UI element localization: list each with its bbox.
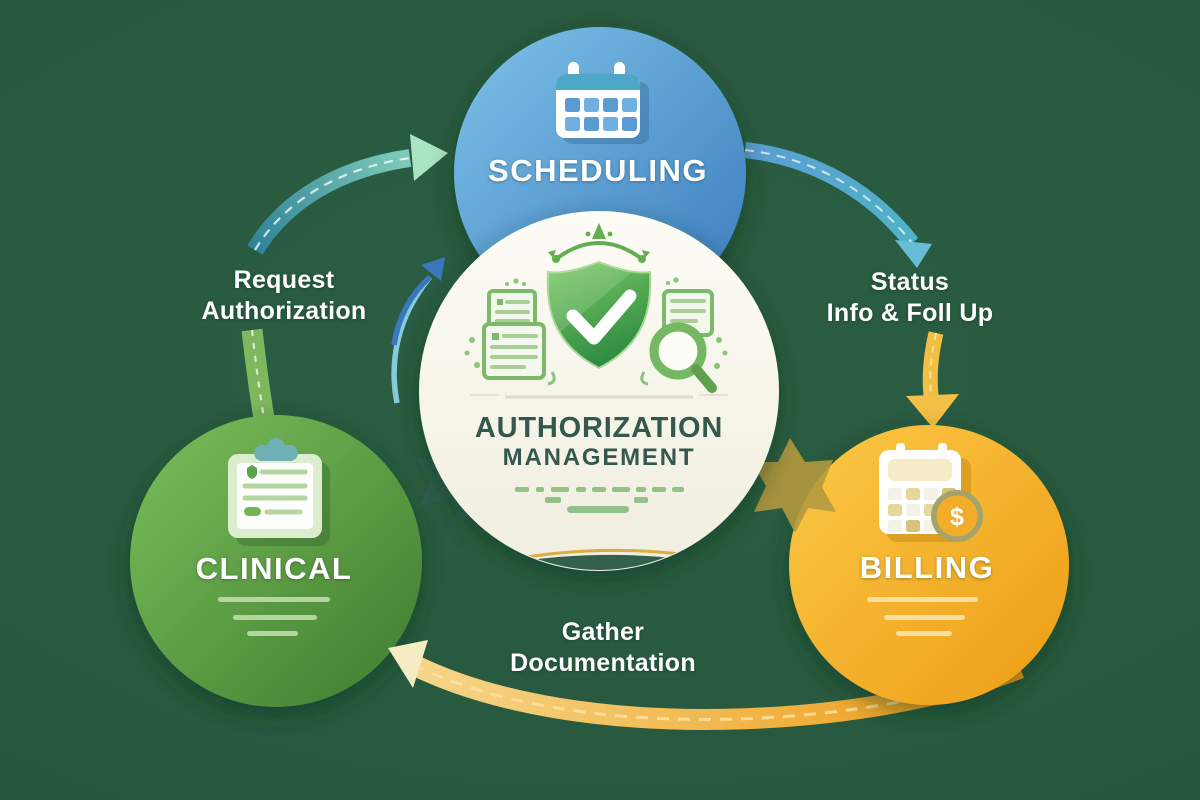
ground-line-decor bbox=[470, 394, 728, 399]
center-title: AUTHORIZATION MANAGEMENT bbox=[419, 412, 779, 472]
laurel-crown-decor bbox=[548, 223, 650, 263]
flow-label-status-line1: Status bbox=[870, 268, 950, 296]
center-title-line1: AUTHORIZATION bbox=[474, 412, 724, 444]
calculator-dollar-icon: $ bbox=[879, 443, 983, 542]
node-billing: $ bbox=[789, 425, 1069, 705]
flow-label-gather-line2: Documentation bbox=[510, 649, 696, 677]
flow-label-request-line1: Request bbox=[233, 266, 335, 294]
arc-scheduling-to-billing bbox=[744, 142, 959, 428]
flow-label-gather-line1: Gather bbox=[561, 618, 645, 646]
flow-label-status-line2: Info & Foll Up bbox=[826, 299, 994, 327]
center-hub bbox=[419, 211, 779, 571]
scheduling-label: SCHEDULING bbox=[488, 153, 708, 188]
center-title-line2: MANAGEMENT bbox=[502, 444, 696, 471]
arrowhead-to-scheduling bbox=[410, 134, 448, 181]
sprout-decor bbox=[547, 371, 649, 386]
center-dash-decor bbox=[515, 487, 684, 513]
billing-underline-decor bbox=[867, 597, 978, 636]
authorization-emblem bbox=[464, 223, 728, 399]
flow-label-gather-documentation: Gather Documentation bbox=[453, 617, 753, 679]
clinical-label: CLINICAL bbox=[195, 551, 353, 586]
splat-right-decor bbox=[752, 438, 836, 533]
arrowhead-to-status bbox=[895, 240, 932, 268]
calendar-icon bbox=[556, 62, 649, 144]
dollar-symbol: $ bbox=[950, 503, 964, 531]
arc-center-to-scheduling bbox=[391, 257, 445, 404]
clinical-underline-decor bbox=[218, 597, 330, 636]
arrowhead-to-billing bbox=[906, 394, 959, 428]
clipboard-icon bbox=[228, 438, 330, 546]
flow-label-request-authorization: Request Authorization bbox=[134, 265, 434, 327]
magnifier-document-icon bbox=[649, 277, 728, 393]
documents-icon bbox=[464, 278, 546, 380]
flow-label-request-line2: Authorization bbox=[201, 297, 367, 325]
shield-check-icon bbox=[546, 260, 652, 370]
node-clinical bbox=[130, 415, 422, 707]
billing-label: BILLING bbox=[859, 550, 995, 585]
flow-label-status-info: Status Info & Foll Up bbox=[760, 267, 1060, 329]
arrowhead-to-clinical bbox=[388, 640, 428, 688]
